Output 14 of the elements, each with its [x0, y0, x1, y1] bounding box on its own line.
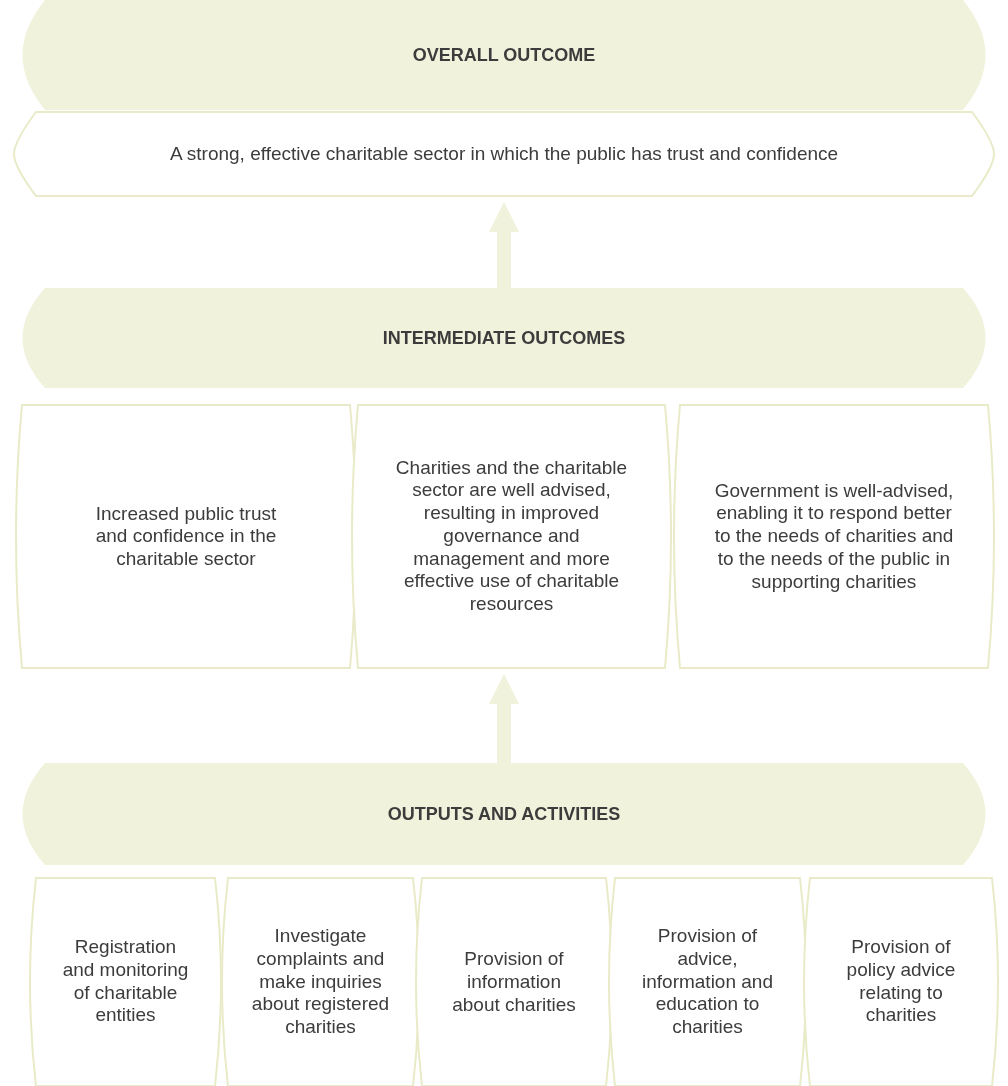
box-text: Increased public trust and confidence in the charitable sector: [94, 502, 278, 571]
box-text: Provision of advice, information and education to charities: [641, 925, 774, 1039]
box-text: Charities and the charitable sector are well advised, resulting in improved governance and management and more effective use of charitable resources: [394, 456, 629, 617]
box-text: A strong, effective charitable sector in which the public has trust and confidence: [168, 142, 840, 166]
box-text: Provision of policy advice relating to charities: [845, 936, 957, 1028]
box-text: Provision of information about charities: [451, 947, 577, 1017]
box-text: Investigate complaints and make inquiries about registered charities: [250, 925, 391, 1039]
section-heading: INTERMEDIATE OUTCOMES: [381, 327, 627, 349]
arrow: [489, 202, 519, 288]
box-text: Registration and monitoring of charitable entities: [61, 936, 190, 1028]
section-heading: OUTPUTS AND ACTIVITIES: [386, 803, 622, 825]
arrow: [489, 674, 519, 763]
box-text: Government is well-advised, enabling it to respond better to the needs of charities and to the needs of the public in supporting charities: [713, 479, 955, 594]
section-heading: OVERALL OUTCOME: [411, 44, 597, 66]
